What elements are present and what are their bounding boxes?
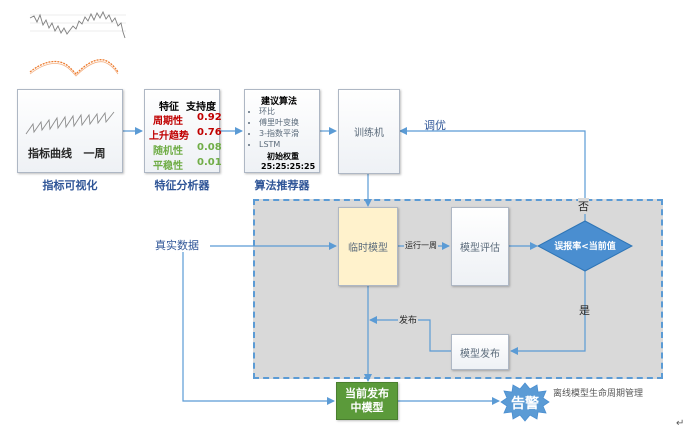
alarm-burst-icon bbox=[500, 382, 550, 422]
metric-visualization-node: 指标曲线 一周 bbox=[17, 89, 123, 173]
feature-support-value: 0.08 bbox=[197, 142, 222, 153]
temp-model-label: 临时模型 bbox=[348, 243, 388, 254]
feature-name: 平稳性 bbox=[153, 161, 183, 172]
feature-support-value: 0.01 bbox=[197, 157, 222, 168]
false-alarm-decision-node bbox=[537, 220, 633, 272]
publish-edge-label: 发布 bbox=[398, 313, 419, 326]
zone-title: 离线模型生命周期管理 bbox=[553, 389, 644, 399]
model-publish-label: 模型发布 bbox=[460, 348, 500, 360]
feature-name: 上升趋势 bbox=[149, 131, 189, 142]
model-evaluation-label: 模型评估 bbox=[460, 243, 500, 254]
model-evaluation-node: 模型评估 bbox=[451, 207, 509, 286]
edge-tune-loop bbox=[399, 127, 586, 221]
algorithm-recommender-caption: 算法推荐器 bbox=[254, 179, 310, 192]
feature-table-header: 特征 支持度 bbox=[159, 102, 216, 113]
feature-row: 平稳性 0.01 bbox=[149, 157, 222, 172]
algorithm-item: 3-指数平滑 bbox=[259, 128, 299, 139]
current-model-label-line1: 当前发布 bbox=[345, 387, 389, 400]
feature-analyzer-caption: 特征分析器 bbox=[154, 179, 210, 192]
feature-row: 周期性 0.92 bbox=[149, 112, 222, 127]
algorithm-item: 环比 bbox=[259, 106, 299, 117]
algorithm-list: 环比傅里叶变换3-指数平滑LSTM bbox=[249, 106, 299, 150]
edge-real-data-down bbox=[182, 252, 335, 405]
trainer-label: 训练机 bbox=[354, 128, 384, 139]
algorithm-title: 建议算法 bbox=[261, 97, 298, 107]
temp-model-node: 临时模型 bbox=[338, 207, 398, 286]
feature-analyzer-node: 特征 支持度 周期性 0.92 上升趋势 0.76 随机性 0.08 平稳性 0.01 bbox=[144, 89, 222, 173]
algorithm-item: LSTM bbox=[259, 139, 299, 150]
feature-support-value: 0.76 bbox=[197, 127, 222, 138]
paragraph-mark: ↵ bbox=[676, 418, 685, 429]
sawtooth-chart-icon bbox=[25, 111, 115, 135]
initial-weight-label: 初始权重 bbox=[267, 152, 299, 161]
feature-row: 随机性 0.08 bbox=[149, 142, 222, 157]
feature-name: 周期性 bbox=[153, 116, 183, 127]
current-model-label-line2: 中模型 bbox=[350, 401, 384, 414]
feature-support-value: 0.92 bbox=[197, 112, 222, 123]
algorithm-recommender-node: 建议算法 环比傅里叶变换3-指数平滑LSTM 初始权重 25:25:25:25 bbox=[244, 89, 320, 173]
yes-label: 是 bbox=[579, 304, 590, 317]
initial-weight-values: 25:25:25:25 bbox=[261, 162, 316, 171]
seasonal-curve-thumbnail bbox=[29, 59, 119, 77]
alarm-label: 告警 bbox=[511, 396, 539, 412]
false-alarm-decision-label: 误报率<当前值 bbox=[554, 242, 616, 252]
feature-name: 随机性 bbox=[153, 146, 183, 157]
model-publish-node: 模型发布 bbox=[451, 334, 509, 370]
trainer-node: 训练机 bbox=[338, 89, 400, 174]
current-model-node: 当前发布 中模型 bbox=[336, 382, 398, 420]
metric-curve-label: 指标曲线 一周 bbox=[28, 147, 106, 160]
feature-row: 上升趋势 0.76 bbox=[149, 127, 222, 142]
real-data-label: 真实数据 bbox=[155, 239, 199, 252]
metric-visualization-caption: 指标可视化 bbox=[42, 179, 98, 192]
tune-label: 调优 bbox=[424, 119, 446, 132]
run-week-label: 运行一周 bbox=[404, 240, 438, 251]
no-label: 否 bbox=[578, 198, 589, 214]
algorithm-item: 傅里叶变换 bbox=[259, 117, 299, 128]
edge-yes-to-publish bbox=[510, 271, 586, 355]
metric-curve-thumbnail bbox=[29, 10, 126, 39]
